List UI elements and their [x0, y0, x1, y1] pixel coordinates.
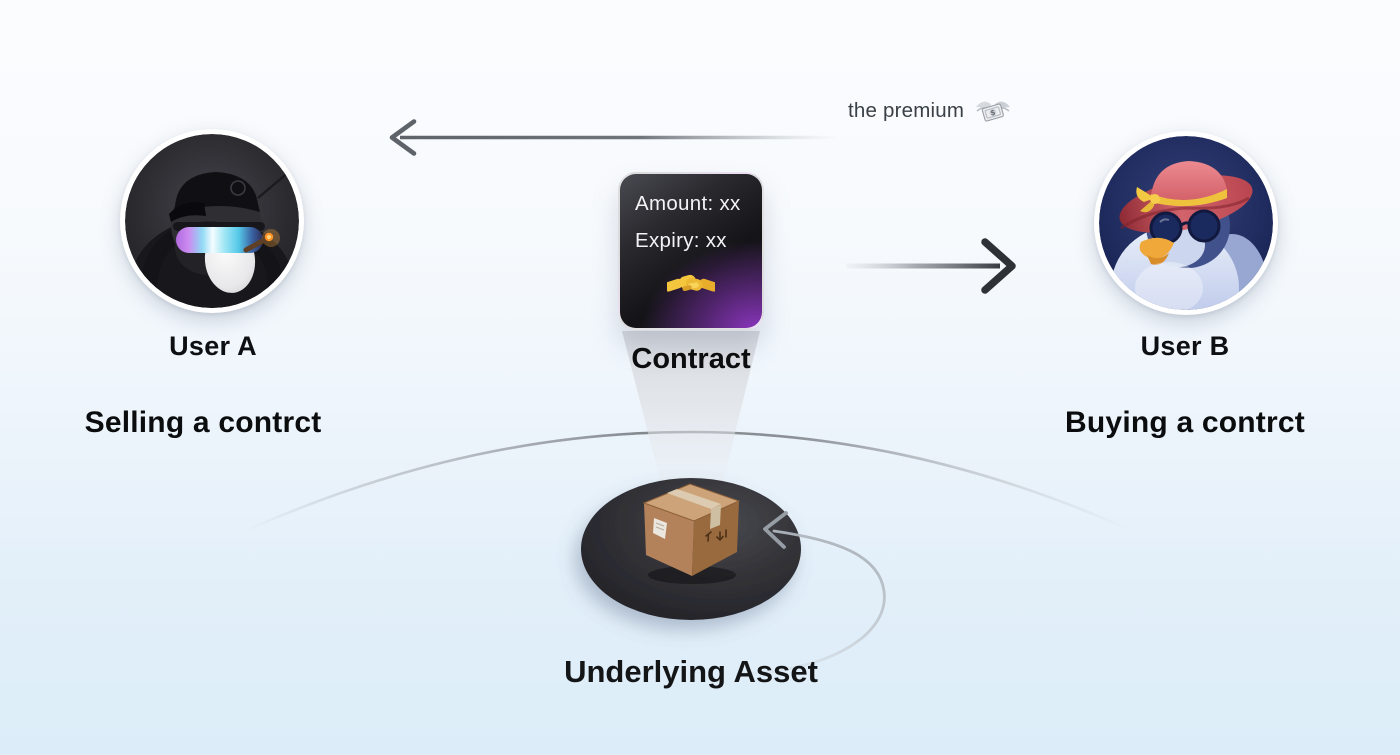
ape-hoodie-avatar-image: [125, 134, 299, 308]
handshake-icon: [667, 274, 715, 292]
user-b-name: User B: [1140, 331, 1230, 361]
contract-amount-line: Amount: xx: [635, 192, 741, 215]
user-a-name: User A: [169, 331, 257, 361]
contract-to-buyer-arrow: [846, 238, 1016, 294]
contract-label: Contract: [631, 343, 751, 375]
premium-label: the premium: [848, 99, 965, 122]
money-with-wings-icon: $: [976, 101, 1011, 122]
asset-loop-arrow: [736, 511, 886, 676]
package-box-icon: [642, 483, 741, 584]
user-b-caption: Buying a contrct: [1065, 406, 1305, 439]
contract-card: Amount: xx Expiry: xx: [618, 172, 764, 330]
premium-tag: the premium $: [848, 96, 1013, 126]
underlying-asset-label: Underlying Asset: [564, 654, 818, 689]
user-a-avatar: [120, 129, 304, 313]
svg-text:$: $: [990, 108, 997, 118]
user-b-avatar: [1094, 131, 1278, 315]
contract-expiry-line: Expiry: xx: [635, 228, 727, 252]
premium-arrow: [389, 119, 838, 156]
penguin-sunhat-avatar-image: [1099, 136, 1273, 310]
user-a-caption: Selling a contrct: [84, 406, 322, 439]
